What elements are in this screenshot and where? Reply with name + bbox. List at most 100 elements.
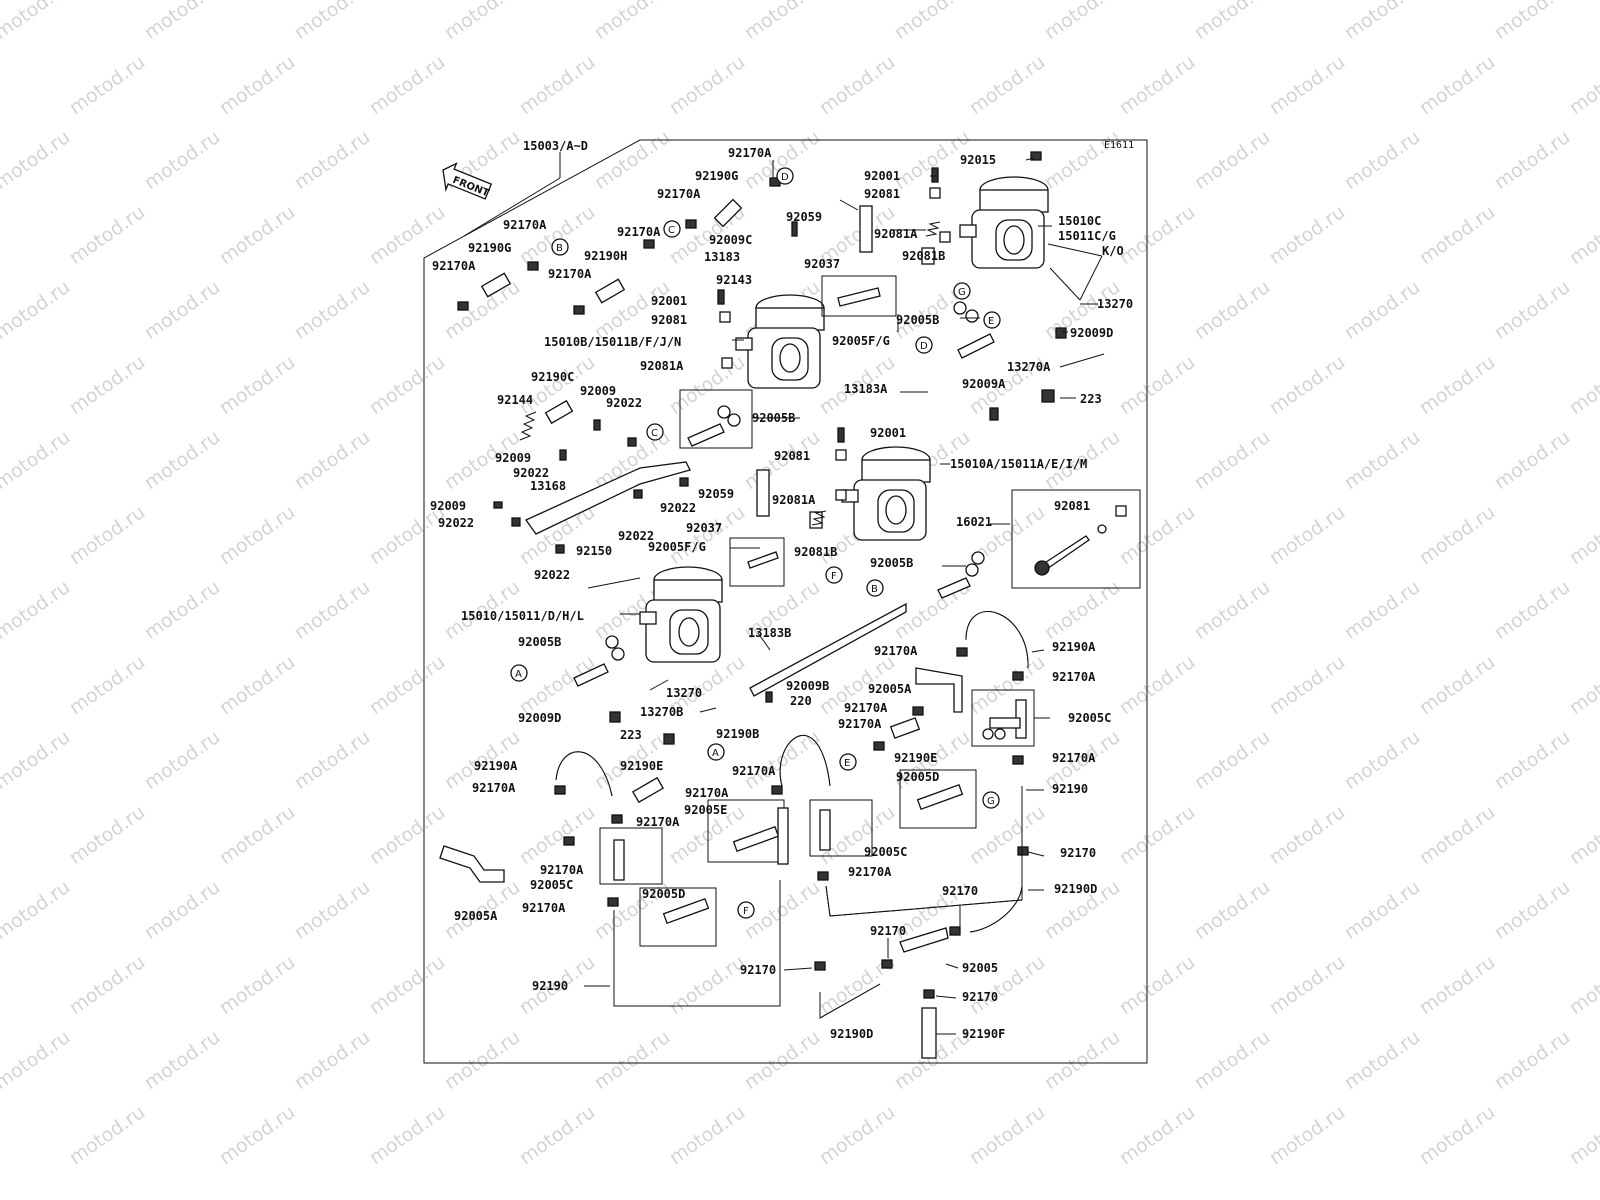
label-92081: 92081	[864, 187, 900, 201]
label-92190: 92190	[532, 979, 568, 993]
label-92009b: 92009B	[786, 679, 829, 693]
label-92170a: 92170A	[636, 815, 680, 829]
label-92005f-g: 92005F/G	[648, 540, 706, 554]
label-92170: 92170	[1060, 846, 1096, 860]
ref-e-low: E	[839, 753, 857, 771]
label-92081: 92081	[651, 313, 687, 327]
label-15003: 15003/A~D	[523, 139, 588, 153]
label-13270: 13270	[666, 686, 702, 700]
label-92081a: 92081A	[640, 359, 684, 373]
ref-c-mid: C	[646, 423, 664, 441]
label-92059: 92059	[698, 487, 734, 501]
tube-92190c-icon	[544, 399, 574, 425]
label-15011c-g: 15011C/G	[1058, 229, 1116, 243]
svg-text:A: A	[712, 748, 719, 759]
ref-a-mid: A	[510, 664, 528, 682]
label-92170a: 92170A	[728, 146, 772, 160]
svg-text:C: C	[668, 225, 675, 236]
label-92005a: 92005A	[868, 682, 912, 696]
ref-g-low: G	[982, 791, 1000, 809]
front-arrow-icon: FRONT	[442, 162, 493, 200]
label-92170a: 92170A	[503, 218, 547, 232]
ref-c-top: C	[663, 220, 681, 238]
label-92001: 92001	[651, 294, 687, 308]
label-92001: 92001	[870, 426, 906, 440]
label-92022: 92022	[534, 568, 570, 582]
label-15010c: 15010C	[1058, 214, 1101, 228]
svg-text:D: D	[781, 172, 789, 183]
reference-circles: D B C G E D C F B A A E G F	[510, 167, 1001, 919]
diagram-frame	[423, 139, 1148, 1064]
label-92005c: 92005C	[530, 878, 573, 892]
tube-92059-icon	[859, 205, 873, 253]
label-92190g: 92190G	[695, 169, 738, 183]
label-13270b: 13270B	[640, 705, 683, 719]
ref-f-mid: F	[825, 566, 843, 584]
svg-text:C: C	[651, 428, 658, 439]
box-92005c-2	[809, 799, 873, 857]
bracket-rail-icon	[749, 602, 907, 697]
label-92005b: 92005B	[896, 313, 939, 327]
box-92005fg-1	[821, 275, 897, 317]
label-92190f: 92190F	[962, 1027, 1005, 1041]
ref-d-top: D	[776, 167, 794, 185]
label-92005f-g: 92005F/G	[832, 334, 890, 348]
svg-text:G: G	[958, 287, 966, 298]
svg-text:G: G	[987, 796, 995, 807]
label-92015: 92015	[960, 153, 996, 167]
box-92005fg-2	[729, 537, 785, 587]
ref-d-mid: D	[915, 336, 933, 354]
label-92170a: 92170A	[657, 187, 701, 201]
label-92081: 92081	[774, 449, 810, 463]
label-92081: 92081	[1054, 499, 1090, 513]
label-92170a: 92170A	[617, 225, 661, 239]
label-92009: 92009	[430, 499, 466, 513]
label-13168: 13168	[530, 479, 566, 493]
label-92022: 92022	[438, 516, 474, 530]
tube-92190g-icon	[713, 198, 743, 228]
label-92190a: 92190A	[1052, 640, 1096, 654]
label-92059: 92059	[786, 210, 822, 224]
label-92005b: 92005B	[870, 556, 913, 570]
label-92170a: 92170A	[1052, 751, 1096, 765]
inset-box-16021	[1011, 489, 1141, 589]
label-92170a: 92170A	[472, 781, 516, 795]
label-92009: 92009	[495, 451, 531, 465]
label-92170a: 92170A	[1052, 670, 1096, 684]
spring-icon	[925, 221, 941, 237]
label-92170: 92170	[870, 924, 906, 938]
carburetor-b-icon	[735, 294, 825, 389]
label-92190d: 92190D	[1054, 882, 1097, 896]
ref-b-mid: B	[866, 579, 884, 597]
label-92022: 92022	[660, 501, 696, 515]
label-92005b: 92005B	[518, 635, 561, 649]
svg-text:E: E	[988, 316, 994, 327]
nut-16021-icon	[1034, 560, 1050, 576]
label-92001: 92001	[864, 169, 900, 183]
figure-id: E1611	[1104, 140, 1134, 151]
label-92009d: 92009D	[1070, 326, 1113, 340]
bracket-plate-icon	[525, 461, 691, 535]
label-92170a: 92170A	[540, 863, 584, 877]
label-92190h: 92190H	[584, 249, 627, 263]
tube-92059-icon	[756, 469, 770, 517]
svg-text:F: F	[831, 571, 837, 582]
clamp-icons	[457, 177, 1029, 999]
spring-16021-icon	[1115, 505, 1127, 517]
label-92170a: 92170A	[844, 701, 888, 715]
label-92009d: 92009D	[518, 711, 561, 725]
label-92022: 92022	[513, 466, 549, 480]
label-92081a: 92081A	[772, 493, 816, 507]
label-92190e: 92190E	[894, 751, 937, 765]
label-92190g: 92190G	[468, 241, 511, 255]
label-92170a: 92170A	[874, 644, 918, 658]
svg-text:B: B	[556, 243, 563, 254]
label-92170a: 92170A	[838, 717, 882, 731]
label-92170a: 92170A	[848, 865, 892, 879]
label-k-o: K/O	[1102, 244, 1124, 258]
label-13183a: 13183A	[844, 382, 888, 396]
label-92009a: 92009A	[962, 377, 1006, 391]
label-92081b: 92081B	[902, 249, 945, 263]
label-92081a: 92081A	[874, 227, 918, 241]
